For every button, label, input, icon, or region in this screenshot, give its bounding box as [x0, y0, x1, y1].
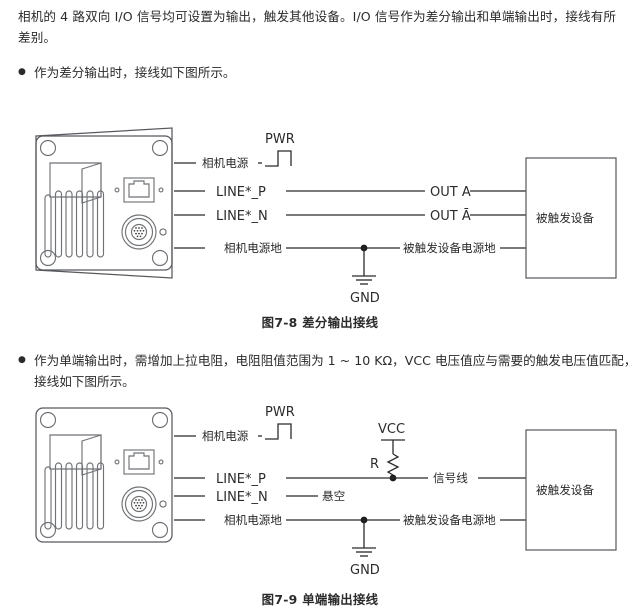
bullet-single-ended-output: 作为单端输出时，需增加上拉电阻，电阻阻值范围为 1 ~ 10 KΩ，VCC 电压…	[18, 350, 640, 392]
label-line-n: LINE*_N	[216, 490, 268, 505]
ethernet-port-icon	[114, 449, 164, 475]
label-triggered-device: 被触发设备	[536, 483, 594, 497]
label-device-power-ground: 被触发设备电源地	[403, 241, 496, 255]
bullet-differential-output: 作为差分输出时，接线如下图所示。	[18, 62, 634, 83]
ground-symbol: GND	[350, 244, 380, 306]
camera-illustration	[35, 407, 173, 543]
figure-single-ended-output-wiring: 相机电源 LINE*_P LINE*_N 相机电源地 PWR 悬空 VCC R	[0, 398, 640, 588]
label-out-a-bar: OUT Ā	[430, 209, 471, 224]
figure-caption-7-9: 图7-9 单端输出接线	[261, 592, 379, 607]
label-line-p: LINE*_P	[216, 185, 266, 200]
label-resistor: R	[370, 457, 379, 472]
label-pwr: PWR	[265, 132, 295, 147]
figure-differential-output-wiring: 相机电源 LINE*_P LINE*_N 相机电源地 PWR OUT A OUT…	[0, 118, 640, 308]
pullup-resistor-symbol: VCC R	[370, 422, 405, 482]
pwr-waveform-symbol: PWR	[258, 405, 295, 440]
figure-caption-7-8: 图7-8 差分输出接线	[261, 315, 379, 330]
power-connector-icon	[121, 486, 167, 522]
label-camera-power-ground: 相机电源地	[224, 513, 282, 527]
label-camera-power: 相机电源	[202, 429, 249, 443]
label-camera-power: 相机电源	[202, 156, 249, 170]
ground-symbol: GND	[350, 516, 380, 578]
pwr-waveform-symbol: PWR	[258, 132, 295, 167]
label-signal-line: 信号线	[433, 471, 468, 485]
label-device-power-ground: 被触发设备电源地	[403, 513, 496, 527]
label-line-p: LINE*_P	[216, 472, 266, 487]
label-gnd: GND	[350, 291, 380, 306]
triggered-device-box: 被触发设备	[525, 429, 617, 551]
label-vcc: VCC	[378, 422, 405, 437]
label-triggered-device: 被触发设备	[536, 211, 594, 225]
label-out-a: OUT A	[430, 185, 471, 200]
intro-paragraph: 相机的 4 路双向 I/O 信号均可设置为输出，触发其他设备。I/O 信号作为差…	[18, 9, 617, 45]
ethernet-port-icon	[114, 177, 164, 203]
label-floating: 悬空	[322, 489, 345, 503]
label-gnd: GND	[350, 563, 380, 578]
label-line-n: LINE*_N	[216, 209, 268, 224]
label-pwr: PWR	[265, 405, 295, 420]
power-connector-icon	[121, 214, 167, 250]
camera-illustration	[35, 127, 173, 279]
triggered-device-box: 被触发设备	[525, 157, 617, 279]
label-camera-power-ground: 相机电源地	[224, 241, 282, 255]
